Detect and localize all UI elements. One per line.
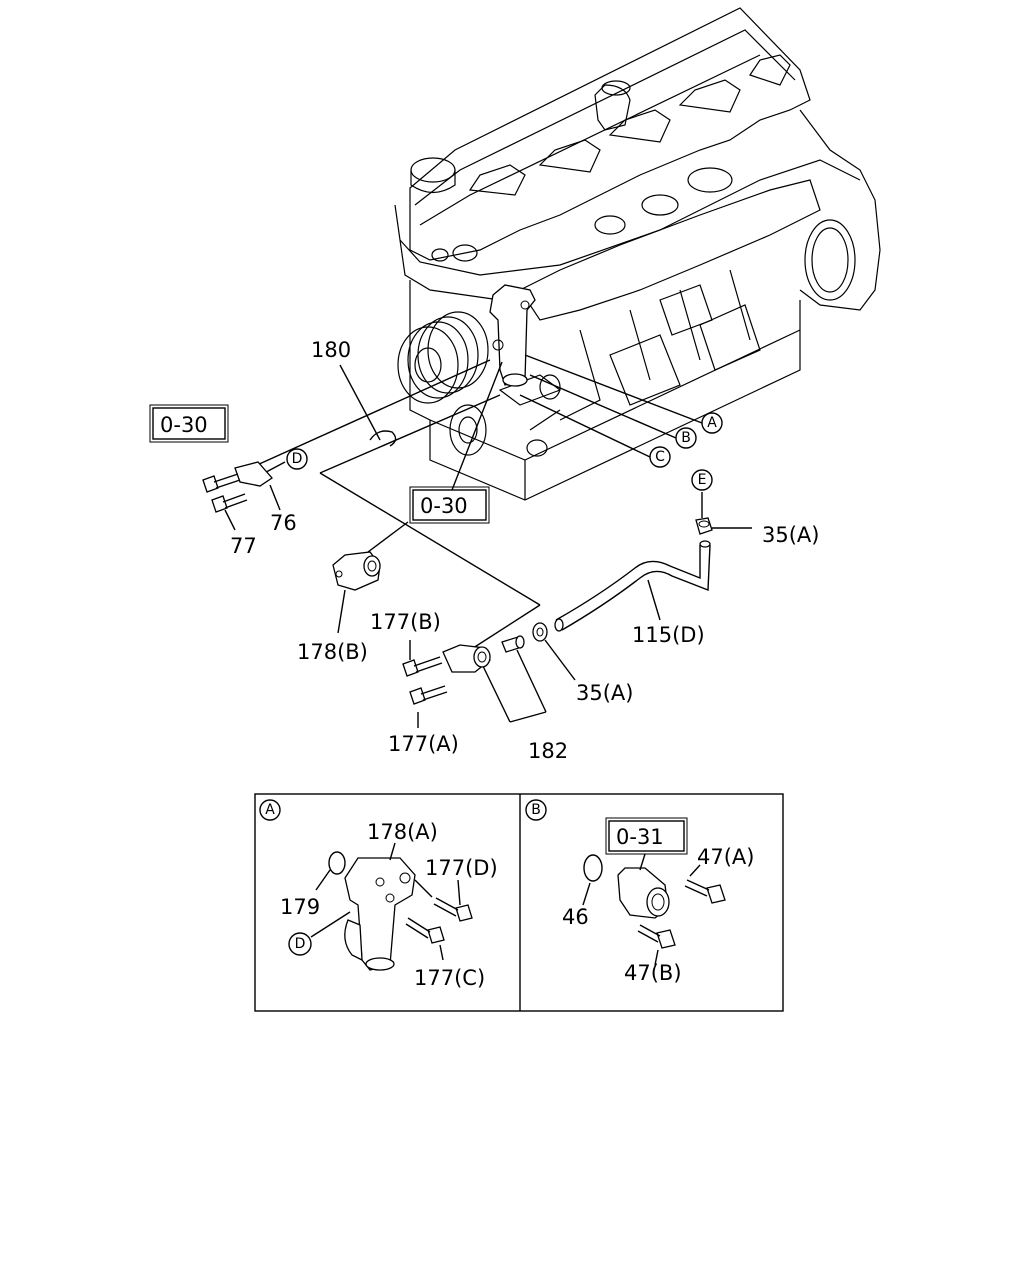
label-35a-bottom: 35(A): [576, 681, 633, 705]
svg-text:D: D: [295, 936, 306, 952]
oring-46: [583, 854, 603, 882]
thermostat-housing-installed: [489, 284, 536, 387]
callout-c: C: [649, 446, 671, 468]
fitting-182: [442, 635, 525, 673]
label-178b: 178(B): [297, 640, 368, 664]
plate-76: [234, 461, 273, 487]
label-115d: 115(D): [632, 623, 705, 647]
label-76: 76: [270, 511, 297, 535]
part-labels: 180 76 77 35(A) 115(D) 178(B) 177(B) 35(…: [230, 338, 819, 763]
svg-text:A: A: [707, 415, 717, 431]
bolt-47b: [637, 924, 676, 949]
callout-a: A: [701, 412, 723, 434]
clip-35a-top: [695, 517, 713, 535]
ref-box-030-left: 0-30: [149, 404, 229, 443]
label-47b: 47(B): [624, 961, 682, 985]
callout-d: D: [286, 448, 308, 470]
bolt-77-a: [202, 473, 241, 493]
svg-text:A: A: [265, 802, 275, 818]
inset-b-tag: B: [525, 799, 547, 821]
label-179: 179: [280, 895, 320, 919]
label-77: 77: [230, 534, 257, 558]
ref-label-031: 0-31: [616, 825, 664, 849]
svg-text:E: E: [698, 472, 707, 488]
callout-b: B: [675, 427, 697, 449]
label-178a: 178(A): [367, 820, 438, 844]
leader-lines: [224, 354, 752, 728]
ring-180: [369, 430, 397, 447]
housing-inset-b: [617, 867, 670, 919]
bolt-177a: [409, 685, 448, 705]
clip-35a-bottom: [532, 622, 548, 642]
bolt-177d: [433, 897, 473, 922]
svg-text:D: D: [292, 451, 303, 467]
label-177a: 177(A): [388, 732, 459, 756]
inset-a-callout-d: D: [288, 932, 312, 956]
inset-b: B 0-31 47(A): [525, 799, 754, 985]
label-177b: 177(B): [370, 610, 441, 634]
bolt-77-b: [211, 493, 248, 513]
svg-text:B: B: [681, 430, 691, 446]
svg-text:B: B: [531, 802, 541, 818]
callout-e: E: [691, 469, 713, 491]
label-46: 46: [562, 905, 589, 929]
label-177c: 177(C): [414, 966, 485, 990]
label-177d: 177(D): [425, 856, 498, 880]
bolt-177c: [405, 917, 445, 944]
bolt-47a: [684, 879, 726, 904]
bolt-177b: [402, 656, 443, 677]
svg-text:C: C: [655, 449, 665, 465]
exploded-parts: [202, 430, 713, 705]
inset-a-tag: A: [259, 799, 281, 821]
label-180: 180: [311, 338, 351, 362]
housing-178b: [332, 551, 381, 591]
label-35a-top: 35(A): [762, 523, 819, 547]
ref-box-030-center: 0-30: [409, 486, 490, 524]
housing-178a: [344, 857, 416, 971]
oring-179: [328, 851, 346, 875]
inset-a: A D: [259, 799, 498, 990]
label-47a: 47(A): [697, 845, 754, 869]
ref-label-030-center: 0-30: [420, 494, 468, 518]
hose-115d: [554, 540, 711, 632]
engine-block: [394, 7, 881, 501]
inset-frame: [254, 793, 784, 1012]
ref-label-030-left: 0-30: [160, 413, 208, 437]
ref-box-031: 0-31: [605, 817, 688, 855]
label-182: 182: [528, 739, 568, 763]
